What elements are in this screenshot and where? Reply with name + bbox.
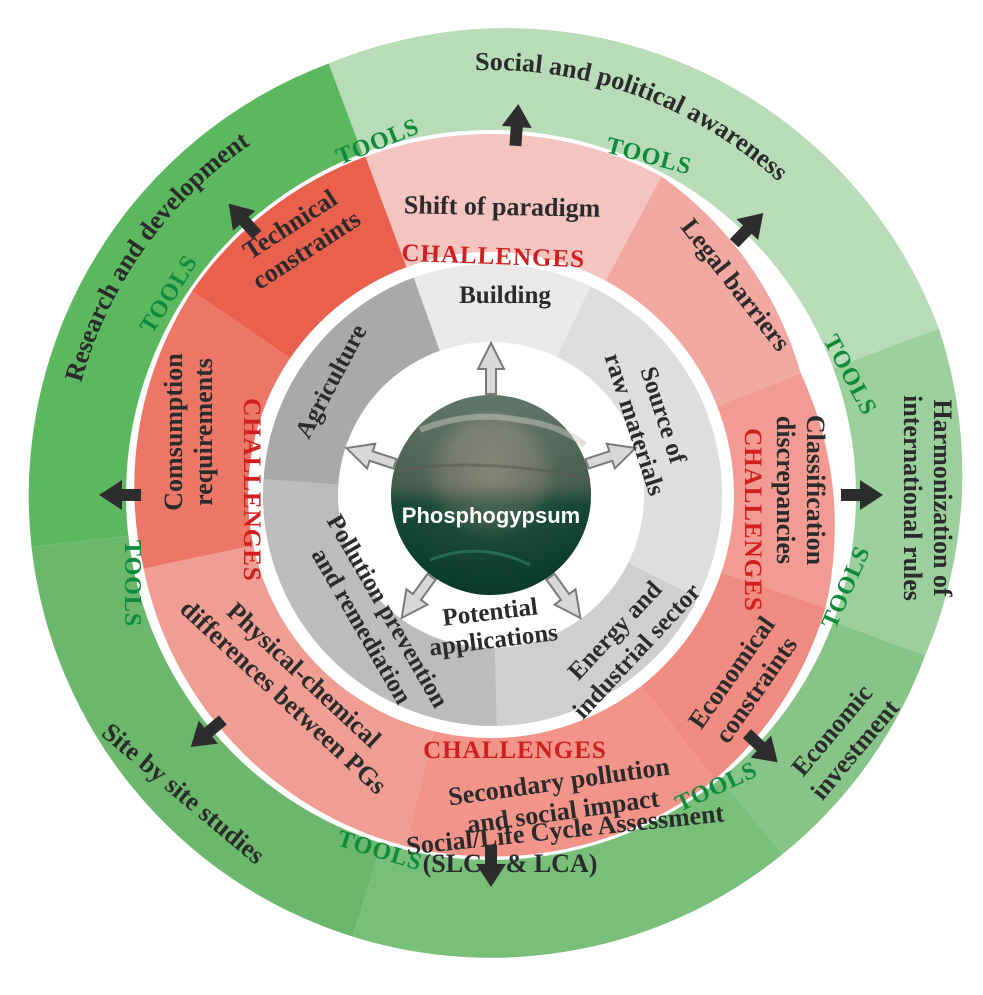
arrow-out-bottomleft-icon — [190, 715, 227, 747]
label-building: Building — [459, 282, 551, 309]
svg-text:international rules: international rules — [898, 395, 927, 601]
arrow-out-bottom-icon — [476, 845, 506, 887]
svg-text:(SLCA & LCA): (SLCA & LCA) — [423, 849, 598, 878]
svg-text:CHALLENGES: CHALLENGES — [401, 240, 586, 273]
arrow-downright-icon — [544, 572, 582, 620]
label-classification: Classification discrepancies — [771, 415, 830, 566]
arrow-out-bottomright-icon — [742, 729, 778, 763]
phosphogypsum-photo — [391, 395, 591, 595]
svg-text:Classification: Classification — [801, 415, 830, 566]
svg-text:discrepancies: discrepancies — [771, 416, 800, 564]
svg-text:requirements: requirements — [189, 358, 218, 506]
label-shift-paradigm: Shift of paradigm — [404, 190, 601, 222]
arrow-downleft-icon — [400, 572, 438, 620]
tools-arrows — [99, 103, 883, 887]
svg-text:TOOLS: TOOLS — [119, 540, 145, 627]
svg-text:CHALLENGES: CHALLENGES — [739, 428, 766, 612]
challenges-labels: CHALLENGES CHALLENGES CHALLENGES CHALLEN… — [238, 240, 766, 764]
arrow-out-topleft-icon — [228, 203, 262, 239]
svg-text:Comsumption: Comsumption — [159, 353, 188, 511]
svg-text:Harmonization of: Harmonization of — [928, 399, 957, 596]
arrow-out-left-icon — [99, 480, 141, 510]
arrow-upright-icon — [584, 442, 638, 471]
application-arrows — [344, 340, 638, 620]
arrow-out-topright-icon — [729, 213, 764, 248]
svg-text:CHALLENGES: CHALLENGES — [238, 398, 265, 582]
arrow-out-right-icon — [841, 480, 883, 510]
arrow-up-icon — [476, 340, 506, 395]
center-title: Phosphogypsum — [402, 503, 580, 528]
svg-text:CHALLENGES: CHALLENGES — [423, 737, 607, 764]
arrow-out-top-icon — [501, 103, 532, 147]
arrow-upleft-icon — [344, 442, 398, 471]
label-harmonization: Harmonization of international rules — [898, 395, 957, 601]
label-consumption: Comsumption requirements — [159, 353, 218, 511]
